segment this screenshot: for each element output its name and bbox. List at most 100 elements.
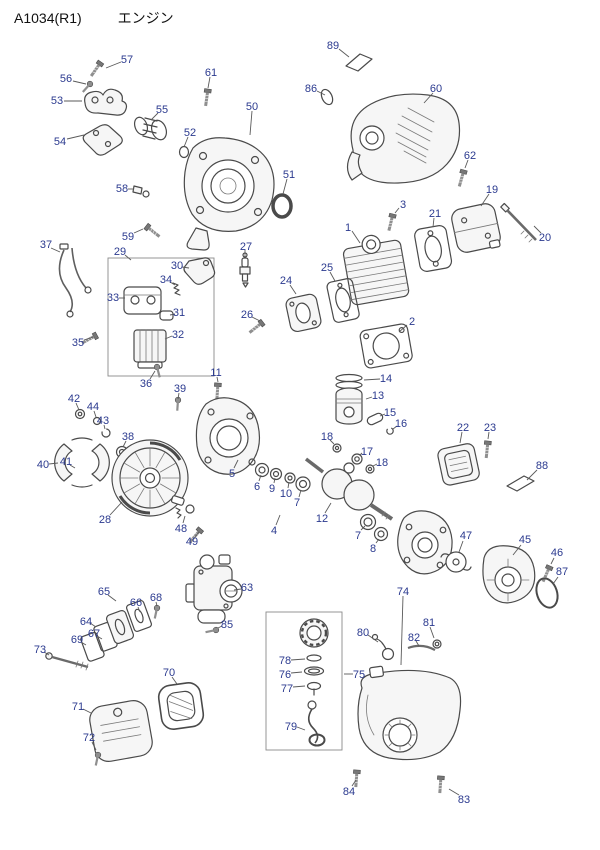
leader-line-35 bbox=[83, 336, 94, 341]
leader-line-8 bbox=[375, 538, 380, 544]
part-callout-16: 16 bbox=[395, 418, 407, 430]
part-callout-50: 50 bbox=[246, 101, 258, 113]
leader-line-25 bbox=[329, 271, 336, 282]
fuel-tank-74-part bbox=[357, 665, 462, 761]
crankcase-cover-50-part bbox=[183, 137, 275, 251]
leader-line-24 bbox=[289, 284, 297, 295]
leader-line-51 bbox=[282, 178, 288, 195]
part-callout-20: 20 bbox=[539, 232, 551, 244]
part-callout-70: 70 bbox=[163, 667, 175, 679]
part-callout-26: 26 bbox=[241, 309, 253, 321]
leader-line-15 bbox=[379, 413, 386, 417]
part-callout-74: 74 bbox=[397, 586, 409, 598]
leader-line-67 bbox=[96, 635, 103, 640]
fuel-pickup-80-part bbox=[371, 633, 395, 661]
leader-line-88 bbox=[526, 469, 538, 481]
leader-line-45 bbox=[512, 544, 522, 556]
part-callout-60: 60 bbox=[430, 83, 442, 95]
pawl-58-part bbox=[132, 185, 150, 198]
leader-line-64 bbox=[89, 622, 97, 628]
leader-line-78 bbox=[290, 658, 306, 661]
leader-line-19 bbox=[480, 193, 490, 207]
leader-line-38 bbox=[122, 440, 127, 448]
leader-line-66 bbox=[137, 606, 141, 613]
leader-line-7 bbox=[298, 489, 302, 498]
leader-line-65 bbox=[107, 594, 117, 602]
part-callout-18: 18 bbox=[321, 431, 333, 443]
leader-line-50 bbox=[249, 110, 253, 136]
part-callout-76: 76 bbox=[279, 669, 291, 681]
part-callout-44: 44 bbox=[87, 401, 99, 413]
part-callout-12: 12 bbox=[316, 513, 328, 525]
long-bolt-73-part bbox=[45, 652, 89, 671]
starter-pawl-48-part bbox=[170, 495, 195, 519]
part-callout-19: 19 bbox=[486, 184, 498, 196]
ignition-group-box-29 bbox=[107, 257, 215, 377]
part-callout-4: 4 bbox=[271, 525, 277, 537]
gasket-88-part bbox=[506, 475, 535, 492]
leader-line-42 bbox=[75, 402, 80, 411]
clutch-shoes-40-41-part bbox=[54, 437, 110, 488]
part-callout-30: 30 bbox=[171, 260, 183, 272]
ignition-coil-32-part bbox=[133, 329, 167, 369]
leader-line-12 bbox=[324, 502, 332, 514]
part-callout-33: 33 bbox=[107, 292, 119, 304]
leader-line-61 bbox=[207, 76, 211, 89]
bracket-54-part bbox=[82, 124, 123, 156]
screw-68-part bbox=[151, 604, 161, 620]
leader-line-85 bbox=[217, 625, 223, 629]
part-callout-67: 67 bbox=[88, 628, 100, 640]
part-callout-34: 34 bbox=[160, 274, 172, 286]
leader-line-29 bbox=[124, 254, 132, 261]
base-gasket-2-part bbox=[359, 323, 413, 369]
part-callout-48: 48 bbox=[175, 523, 187, 535]
pawl-plate-47-part bbox=[440, 551, 472, 573]
wire-harness-37-part bbox=[58, 243, 92, 318]
part-callout-41: 41 bbox=[60, 456, 72, 468]
part-callout-47: 47 bbox=[460, 530, 472, 542]
part-callout-11: 11 bbox=[210, 367, 221, 379]
leader-line-46 bbox=[550, 557, 555, 565]
part-callout-84: 84 bbox=[343, 786, 355, 798]
part-callout-24: 24 bbox=[280, 275, 292, 287]
rod-bearing-washers-part bbox=[332, 443, 375, 474]
leader-lines-layer bbox=[43, 48, 559, 796]
part-callout-1: 1 bbox=[345, 222, 351, 234]
part-callout-75: 75 bbox=[353, 669, 365, 681]
leader-line-82 bbox=[415, 640, 420, 647]
cylinder-1-part bbox=[342, 234, 410, 306]
bolt-84-part bbox=[351, 769, 361, 788]
leader-line-76 bbox=[290, 671, 303, 674]
leader-line-22 bbox=[459, 431, 463, 444]
part-callout-71: 71 bbox=[72, 701, 84, 713]
part-callout-53: 53 bbox=[51, 95, 63, 107]
bolt-61-part bbox=[201, 88, 212, 107]
part-callout-54: 54 bbox=[54, 136, 66, 148]
bearing-7-seal-8-part bbox=[359, 513, 389, 542]
bolt-57-part bbox=[87, 59, 105, 79]
leader-line-5 bbox=[233, 459, 239, 469]
plug-cap-30-part bbox=[183, 257, 216, 285]
part-callout-77: 77 bbox=[281, 683, 293, 695]
leader-line-20 bbox=[533, 225, 542, 234]
part-callout-72: 72 bbox=[83, 732, 95, 744]
part-callout-43: 43 bbox=[97, 415, 109, 427]
leader-line-84 bbox=[351, 779, 357, 787]
leader-line-68 bbox=[155, 601, 158, 607]
leader-line-77 bbox=[292, 685, 306, 688]
leader-line-3 bbox=[394, 207, 400, 214]
muffler-19-part bbox=[451, 203, 501, 253]
part-callout-89: 89 bbox=[327, 40, 339, 52]
leader-line-36 bbox=[149, 370, 156, 380]
leader-line-71 bbox=[82, 708, 92, 714]
doc-title: エンジン bbox=[117, 10, 174, 26]
screw-39-part bbox=[173, 396, 182, 412]
leader-line-79 bbox=[296, 726, 306, 731]
leader-line-26 bbox=[251, 316, 261, 322]
gasket-89-part bbox=[345, 53, 373, 72]
engine-cover-60-part bbox=[346, 93, 461, 184]
part-callout-68: 68 bbox=[150, 592, 162, 604]
ring-87-part bbox=[535, 577, 559, 609]
leader-line-17 bbox=[359, 452, 363, 456]
leader-line-23 bbox=[487, 431, 490, 440]
